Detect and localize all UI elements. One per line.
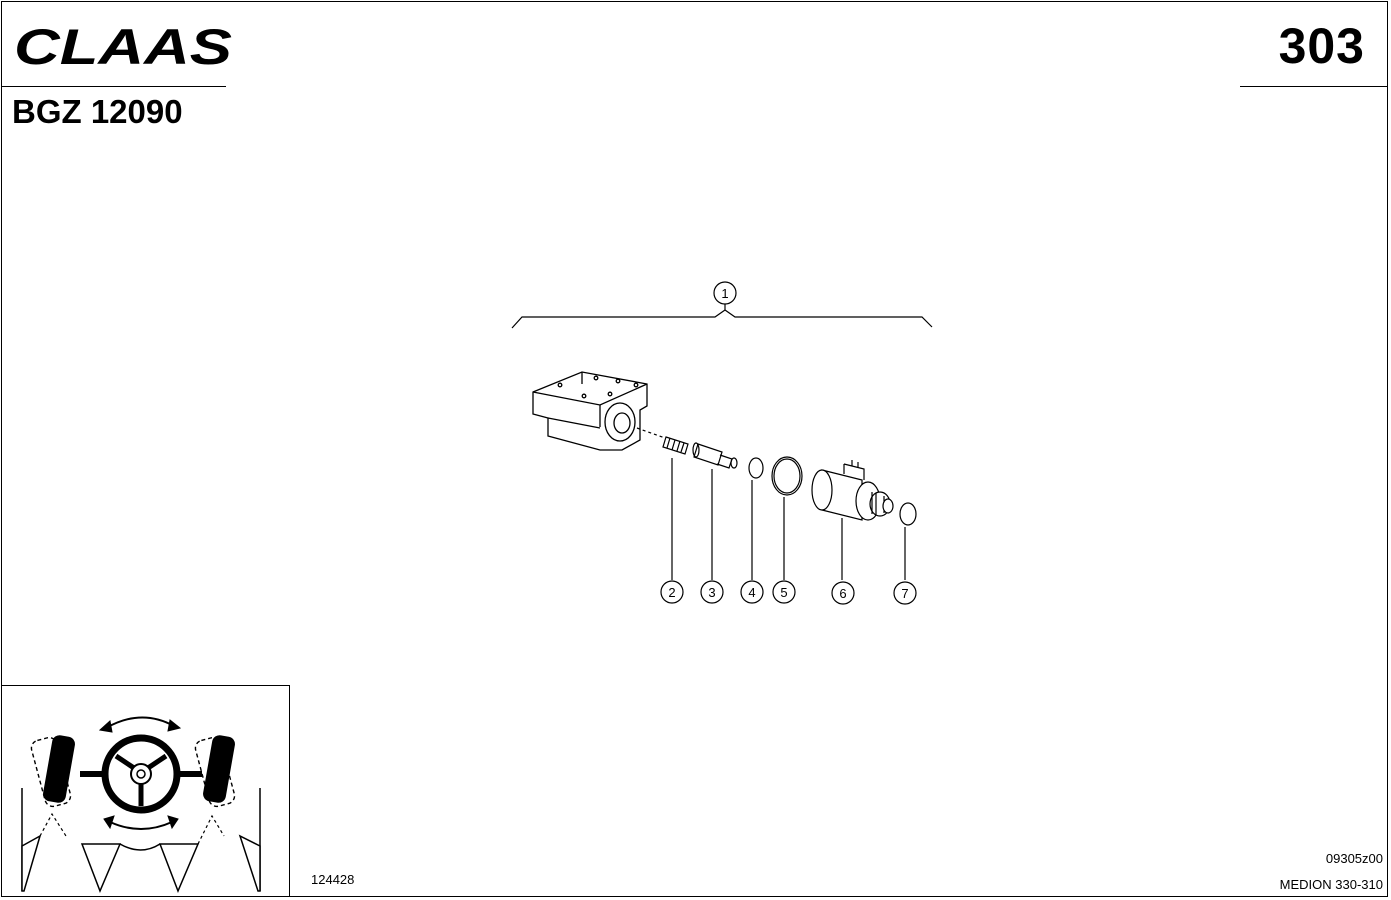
- callout-2: 2: [668, 585, 675, 600]
- solenoid-coil-part: [811, 460, 894, 521]
- valve-block-part: [532, 371, 648, 451]
- exploded-parts-diagram: 1 2 3 4 5 6 7: [511, 281, 933, 605]
- piston-part: [692, 442, 738, 469]
- document-code: BGZ 12090: [12, 93, 183, 130]
- callout-3: 3: [708, 585, 715, 600]
- reference-code: 09305z00: [1325, 851, 1383, 866]
- assembly-bracket: [511, 309, 933, 329]
- steering-wheel-axle-icon: [21, 716, 261, 894]
- function-group-box: [2, 685, 290, 897]
- page-number: 303: [1278, 18, 1365, 74]
- callout-6: 6: [839, 586, 846, 601]
- claas-logo: CLAAS: [14, 24, 232, 68]
- drawing-number: 124428: [311, 872, 355, 887]
- header-rule-right: [1240, 86, 1388, 87]
- model-name: MEDION 330-310: [1279, 877, 1383, 892]
- large-o-ring-part: [771, 456, 803, 496]
- spring-part: [662, 436, 689, 455]
- callout-5: 5: [780, 585, 787, 600]
- claas-logo-text: CLAAS: [14, 24, 232, 68]
- end-o-ring-part: [899, 502, 917, 526]
- small-o-ring-part: [748, 457, 764, 479]
- callout-7: 7: [901, 586, 908, 601]
- callout-1: 1: [721, 286, 728, 301]
- callout-4: 4: [748, 585, 755, 600]
- header-rule-left: [2, 86, 226, 87]
